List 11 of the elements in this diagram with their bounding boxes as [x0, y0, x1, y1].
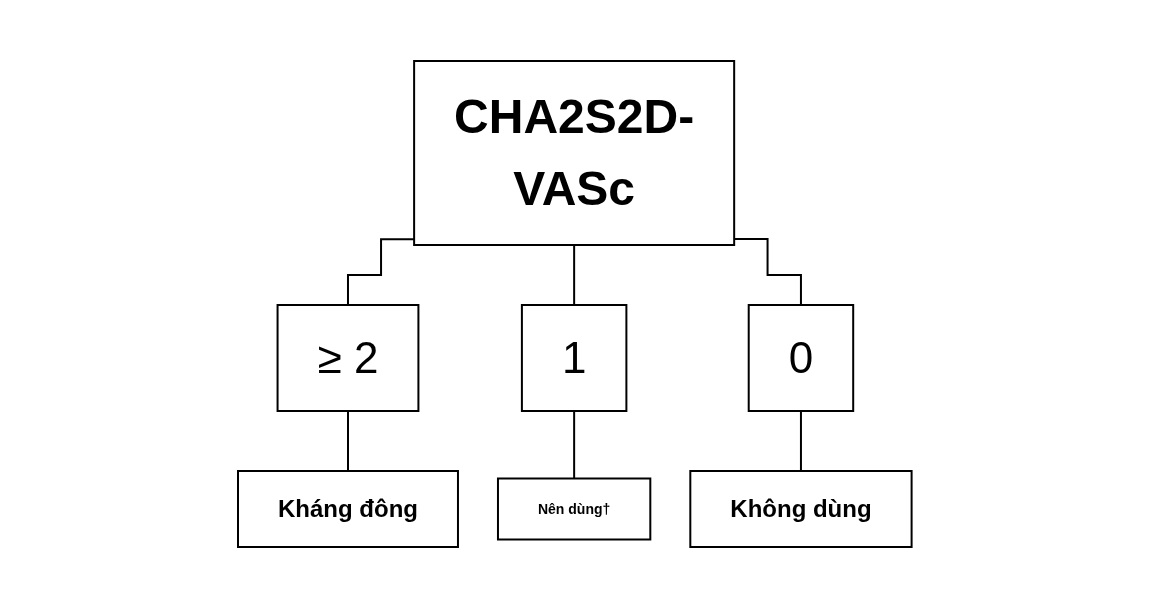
connector — [572, 410, 575, 480]
node-box: Kháng đông — [236, 470, 459, 548]
node-box: Nên dùng† — [496, 477, 651, 541]
node-box: Không dùng — [689, 470, 913, 548]
connector — [572, 244, 575, 306]
connector — [799, 410, 802, 472]
node-box: 0 — [747, 304, 854, 412]
node-box: CHA2S2D-VASc — [412, 60, 735, 246]
connector — [346, 410, 349, 472]
node-box: 1 — [520, 304, 628, 412]
node-box: ≥ 2 — [276, 304, 420, 412]
